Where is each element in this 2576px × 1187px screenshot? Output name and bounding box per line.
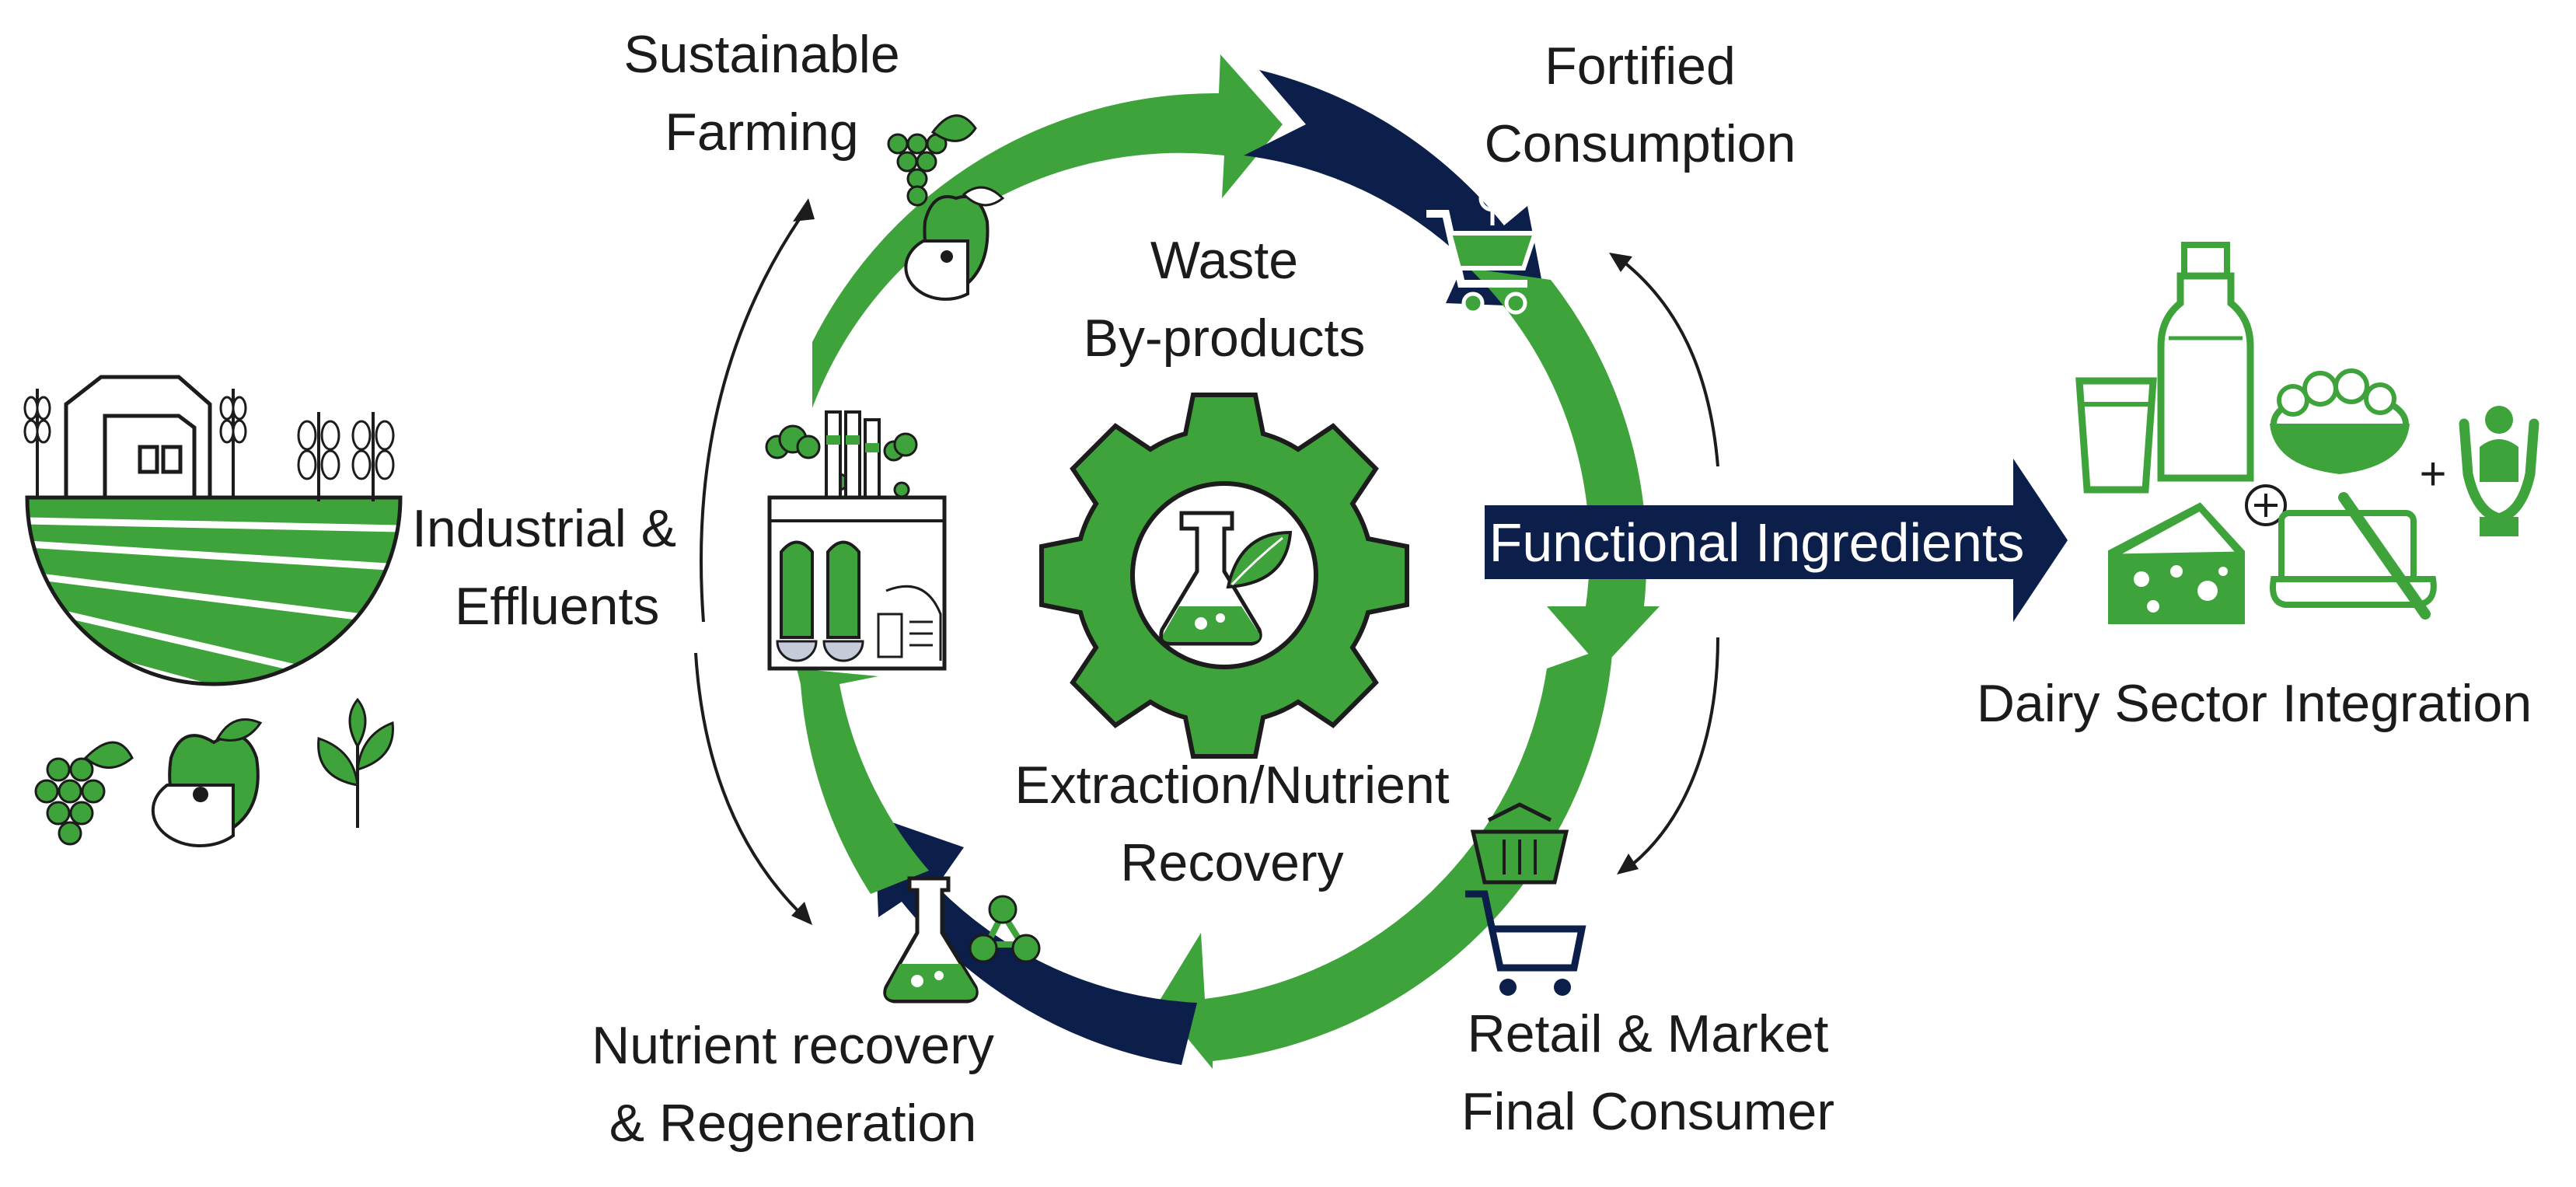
label-dairy-line: Dairy Sector Integration (1976, 674, 2532, 733)
label-extraction-line1: Extraction/Nutrient (1014, 756, 1450, 815)
plus-circle-icon (2245, 484, 2287, 526)
label-sustainable-farming-line1: Sustainable (623, 25, 900, 84)
label-nutrient-recovery: Nutrient recovery & Regeneration (575, 1007, 1011, 1162)
label-nutrient-line1: Nutrient recovery (592, 1016, 994, 1075)
label-industrial-line2: Effluents (455, 577, 660, 636)
plus-sign: + (2419, 448, 2446, 500)
label-waste-line2: By-products (1083, 309, 1366, 368)
cycle-arrow-right-green (1469, 268, 1660, 669)
cycle-arrow-top-green (812, 54, 1283, 408)
shopping-cart-icon (1426, 184, 1539, 315)
cycle-arrow-bottom-navy (874, 816, 1197, 1065)
label-extraction-recovery: Extraction/Nutrient Recovery (960, 746, 1504, 902)
label-extraction-line2: Recovery (1120, 833, 1344, 892)
hands-care-icon (2459, 406, 2539, 536)
thin-arrow-left-down-head (791, 902, 812, 925)
thin-arrow-left-up (699, 204, 810, 623)
apple-icon-small (904, 186, 1005, 301)
thin-cycle-arrows (694, 198, 1719, 925)
butter-icon (2270, 492, 2437, 620)
label-nutrient-line2: & Regeneration (609, 1094, 977, 1153)
thin-arrow-right-down (1623, 637, 1719, 872)
apple-icon (151, 718, 263, 847)
label-sustainable-farming: Sustainable Farming (599, 16, 925, 171)
label-retail-market: Retail & Market Final Consumer (1446, 995, 1850, 1150)
label-fortified-consumption-line1: Fortified (1545, 37, 1736, 96)
thin-arrow-right-up (1615, 255, 1719, 467)
label-dairy-sector: Dairy Sector Integration (1943, 665, 2565, 742)
label-retail-line2: Final Consumer (1461, 1082, 1834, 1141)
thin-arrow-left-up-head (793, 198, 815, 222)
milk-bottle-icon (2157, 242, 2254, 482)
thin-arrow-right-down-head (1617, 854, 1639, 875)
cycle-arrow-left-green (797, 669, 929, 894)
label-industrial-line1: Industrial & (412, 499, 677, 558)
label-waste-line1: Waste (1150, 231, 1299, 290)
gear-flask-icon (1039, 393, 1409, 759)
label-sustainable-farming-line2: Farming (665, 103, 859, 162)
bowl-icon (2270, 368, 2410, 474)
label-industrial-effluents: Industrial & Effluents (412, 490, 707, 645)
functional-ingredients-arrow (1485, 459, 2068, 622)
molecule-flask-icon (883, 876, 1041, 1004)
label-fortified-consumption: Fortified Consumption (1446, 27, 1834, 183)
functional-ingredients-label: Functional Ingredients (1489, 512, 2025, 573)
grapes-icon (34, 741, 134, 846)
glass-icon (2075, 377, 2157, 494)
label-fortified-consumption-line2: Consumption (1484, 114, 1796, 173)
leaves-icon (317, 697, 394, 828)
label-waste-byproducts: Waste By-products (1038, 222, 1411, 377)
cheese-icon (2108, 502, 2245, 624)
thin-arrow-left-down (694, 652, 810, 923)
thin-arrow-right-up-head (1609, 253, 1632, 272)
factory-icon (765, 410, 947, 671)
grapes-icon-small (887, 114, 977, 207)
label-retail-line1: Retail & Market (1467, 1004, 1829, 1063)
farm-landscape-icon (23, 375, 403, 686)
basket-cart-icon (1465, 802, 1586, 996)
